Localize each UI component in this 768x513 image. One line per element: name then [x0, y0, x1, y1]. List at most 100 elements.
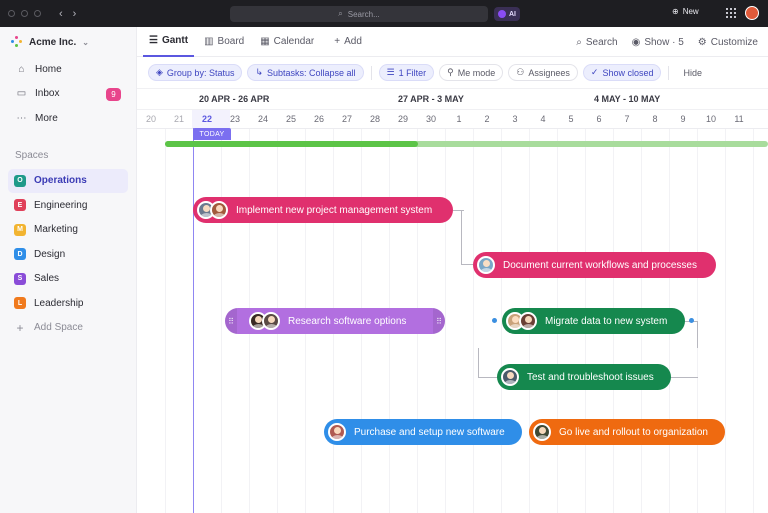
close-window-button[interactable]	[8, 10, 15, 17]
task-label: Migrate data to new system	[545, 315, 668, 327]
task-bar[interactable]: Purchase and setup new software	[324, 419, 522, 445]
toolbar-actions: ⌕ Search ◉ Show · 5 ⚙ Customize	[576, 27, 758, 57]
day-gridline	[501, 129, 502, 513]
apps-grid-icon[interactable]	[726, 8, 736, 18]
plus-icon: +	[334, 36, 341, 47]
task-bar[interactable]: Document current workflows and processes	[473, 252, 716, 278]
sidebar-item-more[interactable]: ⋯More	[0, 106, 136, 131]
global-search-input[interactable]: ⌕ Search...	[230, 6, 488, 22]
task-bar[interactable]: Migrate data to new system	[502, 308, 685, 334]
filter-label: 1 Filter	[398, 67, 427, 78]
day-gridline	[221, 129, 222, 513]
show-label: Show · 5	[644, 36, 684, 48]
task-bar[interactable]: Go live and rollout to organization	[529, 419, 725, 445]
today-line	[193, 128, 194, 513]
sidebar-item-home[interactable]: ⌂Home	[0, 57, 136, 82]
window-titlebar: ‹ › ⌕ Search... AI ⊕ New	[0, 0, 768, 27]
new-button[interactable]: ⊕ New	[672, 7, 699, 16]
divider	[370, 65, 372, 80]
day-label: 28	[369, 114, 380, 124]
back-arrow-icon[interactable]: ‹	[59, 7, 63, 20]
window-controls[interactable]	[8, 10, 41, 17]
person-icon: ⚲	[447, 67, 454, 77]
forward-arrow-icon[interactable]: ›	[72, 7, 77, 20]
divider	[668, 65, 670, 80]
tab-calendar[interactable]: ▦Calendar	[254, 27, 320, 57]
customize-label: Customize	[710, 36, 758, 48]
task-label: Test and troubleshoot issues	[527, 371, 654, 383]
hide-button[interactable]: Hide	[676, 64, 709, 81]
maximize-window-button[interactable]	[34, 10, 41, 17]
day-label: 2	[484, 114, 490, 124]
day-label: 9	[680, 114, 686, 124]
ai-button[interactable]: AI	[494, 7, 520, 21]
sidebar-item-label: More	[35, 112, 58, 124]
day-label: 30	[425, 114, 436, 124]
assignees-chip[interactable]: ⚇ Assignees	[508, 64, 578, 81]
plus-icon: +	[16, 320, 24, 335]
week-header: 20 APR - 26 APR 27 APR - 3 MAY 4 MAY - 1…	[137, 90, 768, 109]
customize-button[interactable]: ⚙ Customize	[698, 37, 758, 48]
workspace-switcher[interactable]: Acme Inc. ⌄	[0, 27, 136, 57]
space-icon: L	[14, 297, 26, 310]
inbox-count-badge: 9	[106, 87, 121, 101]
drag-handle-icon[interactable]: ⠿	[225, 308, 237, 334]
timeline-progress-fill	[165, 141, 419, 147]
avatar	[477, 256, 495, 274]
show-closed-chip[interactable]: ✓ Show closed	[582, 64, 662, 81]
dependency-handle-right[interactable]	[689, 318, 694, 323]
today-column-highlight	[192, 109, 230, 129]
search-icon: ⌕	[338, 9, 343, 18]
group-by-chip[interactable]: ◈ Group by: Status	[148, 64, 243, 81]
day-label: 24	[257, 114, 268, 124]
user-avatar[interactable]	[745, 6, 759, 20]
task-bar[interactable]: ⠿ Research software options ⠿	[225, 308, 445, 334]
show-button[interactable]: ◉ Show · 5	[632, 37, 684, 48]
me-mode-label: Me mode	[457, 67, 496, 78]
minimize-window-button[interactable]	[21, 10, 28, 17]
day-label: 27	[341, 114, 352, 124]
day-label: 5	[568, 114, 574, 124]
tab-label: Board	[217, 36, 245, 47]
day-gridline	[473, 129, 474, 513]
add-view-label: Add	[344, 36, 362, 47]
drag-handle-icon[interactable]: ⠿	[433, 308, 445, 334]
space-label: Marketing	[34, 224, 78, 236]
day-gridline	[753, 129, 754, 513]
day-label: 1	[456, 114, 462, 124]
search-icon: ⌕	[576, 36, 582, 48]
tab-board[interactable]: ▥Board	[198, 27, 250, 57]
add-space-button[interactable]: + Add Space	[8, 316, 128, 341]
workspace-logo-icon	[11, 36, 23, 48]
main-content: ☰Gantt▥Board▦Calendar + Add ⌕ Search ◉ S…	[137, 27, 768, 513]
calendar-icon: ▦	[260, 36, 270, 47]
show-closed-label: Show closed	[602, 67, 654, 78]
filter-chip[interactable]: ☰ 1 Filter	[378, 64, 435, 81]
day-gridline	[725, 129, 726, 513]
add-view-button[interactable]: + Add	[328, 27, 368, 57]
task-bar[interactable]: Test and troubleshoot issues	[497, 364, 671, 390]
dependency-handle-left[interactable]	[492, 318, 497, 323]
task-bar[interactable]: Implement new project management system	[193, 197, 453, 223]
search-button[interactable]: ⌕ Search	[576, 37, 617, 48]
space-icon: O	[14, 174, 26, 187]
day-label: 20	[145, 114, 156, 124]
spaces-heading: Spaces	[15, 150, 49, 161]
day-label: 25	[285, 114, 296, 124]
tab-gantt[interactable]: ☰Gantt	[143, 27, 195, 57]
subtasks-chip[interactable]: ↳ Subtasks: Collapse all	[247, 64, 364, 81]
space-label: Design	[34, 248, 66, 260]
filter-icon: ☰	[386, 67, 395, 77]
me-mode-chip[interactable]: ⚲ Me mode	[439, 64, 504, 81]
task-label: Purchase and setup new software	[354, 426, 505, 438]
